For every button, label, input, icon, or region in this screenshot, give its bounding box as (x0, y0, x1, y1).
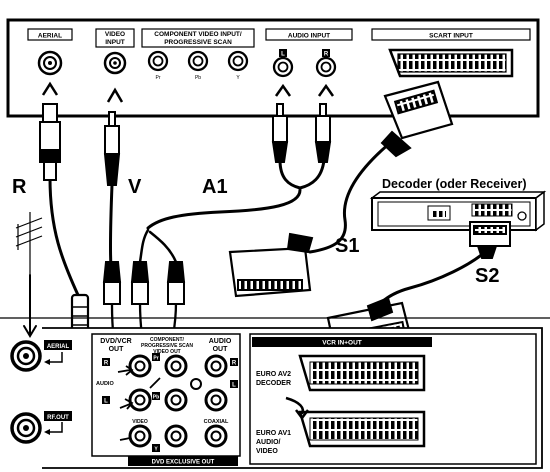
cable-label-a1: A1 (202, 176, 228, 198)
tv-component-y-label: Y (236, 75, 240, 81)
euro-av1-label-1: EURO AV1 (256, 430, 291, 437)
audio-plug-r (314, 103, 332, 163)
euro-av1-label-2: AUDIO/ (256, 439, 281, 446)
video-jack-label: VIDEO (132, 419, 148, 425)
jack-y-label: Y (154, 447, 158, 453)
coaxial-label: COAXIAL (204, 419, 229, 425)
tv-component-input: COMPONENT VIDEO INPUT/ PROGRESSIVE SCAN … (141, 28, 255, 81)
euro-av1-scart: EURO AV1 AUDIO/ VIDEO (256, 410, 426, 455)
decoder-title: Decoder (oder Receiver) (382, 177, 527, 191)
scart-plug-tv (380, 80, 454, 158)
euro-av2-label-2: DECODER (256, 380, 291, 387)
audio-out-label-2: OUT (213, 346, 229, 353)
video-arrow (106, 87, 124, 103)
decoder-box: Decoder (oder Receiver) (369, 177, 547, 259)
audio-out-jack-l-label: L (232, 383, 236, 389)
device-connection-arrows (117, 365, 161, 441)
audio-cable-a1-branches (138, 228, 178, 264)
device-rf-out-jack (10, 412, 42, 444)
cable-label-v: V (128, 176, 142, 198)
tv-audio-input-label: AUDIO INPUT (288, 33, 330, 40)
tv-audio-input: AUDIO INPUT L R (265, 28, 353, 78)
cable-label-s1: S1 (335, 235, 359, 257)
scart-plug-device-s1 (228, 232, 314, 298)
decoder-scart-plug (469, 221, 511, 259)
antenna-icon (15, 212, 43, 275)
audio-cable-a1 (278, 158, 326, 190)
tv-component-label-1: COMPONENT VIDEO INPUT/ (154, 31, 242, 38)
tv-component-pb-label: Pb (195, 75, 201, 81)
device-rf-out-label: RF.OUT (47, 415, 69, 421)
euro-av2-scart: EURO AV2 DECODER (256, 354, 426, 392)
tv-audio-l-label: L (281, 52, 285, 58)
device-jacks (128, 354, 228, 448)
tv-audio-r-label: R (324, 52, 329, 58)
jack-pb-label: Pb (153, 395, 159, 401)
tv-video-input-label-1: VIDEO (105, 31, 125, 38)
jack-pr-label: Pr (153, 356, 158, 362)
device-aerial-jack (10, 340, 42, 372)
audio-cable-a1-main (146, 188, 302, 230)
audio-out-label-1: AUDIO (209, 338, 232, 345)
component-out-label-2: PROGRESSIVE SCAN (141, 343, 193, 349)
tv-scart-input-label: SCART INPUT (429, 33, 473, 40)
device-back-panel: AERIAL RF.OUT DVD/VCR OUT COMPONENT/ PRO… (0, 317, 550, 469)
aerial-plug-top (39, 103, 61, 181)
aerial-cable-r (48, 176, 80, 297)
audio-arrows (274, 83, 335, 97)
tv-scart-input: SCART INPUT (371, 28, 531, 78)
dvd-vcr-out-label-1: DVD/VCR (100, 338, 132, 345)
device-rca-plugs (102, 261, 186, 305)
euro-av1-label-3: VIDEO (256, 448, 278, 455)
device-aerial-label: AERIAL (47, 344, 70, 350)
jack-r-label: R (104, 361, 109, 367)
tv-video-input: VIDEO INPUT (95, 28, 135, 75)
component-out-label-3: VIDEO OUT (153, 349, 181, 355)
scart-cable-s2 (376, 250, 487, 308)
euro-av1-arrow (285, 396, 304, 415)
component-out-label-1: COMPONENT/ (150, 337, 185, 343)
tv-component-label-2: PROGRESSIVE SCAN (164, 39, 232, 46)
cable-label-s2: S2 (475, 265, 499, 287)
audio-side-label: AUDIO (96, 381, 114, 387)
tv-aerial-label: AERIAL (38, 33, 62, 40)
tv-back-panel: AERIAL VIDEO INPUT COMPONENT VIDEO INPUT… (6, 18, 540, 118)
audio-out-jack-r-label: R (232, 361, 237, 367)
scart-cable-s1 (308, 141, 392, 254)
tv-component-pr-label: Pr (156, 75, 161, 81)
euro-av2-label-1: EURO AV2 (256, 371, 291, 378)
tv-video-input-label-2: INPUT (105, 39, 125, 46)
jack-l-label: L (104, 399, 108, 405)
tv-aerial-input: AERIAL (27, 28, 73, 76)
cable-label-r: R (12, 176, 27, 198)
audio-plug-l (271, 103, 289, 163)
video-plug-top (103, 111, 121, 186)
aerial-arrow (41, 81, 59, 96)
dvd-exclusive-out-label: DVD EXCLUSIVE OUT (152, 460, 215, 466)
antenna-cable-arrow (23, 325, 37, 338)
dvd-vcr-out-label-2: OUT (109, 346, 125, 353)
vcr-in-out-label: VCR IN+OUT (322, 340, 362, 347)
